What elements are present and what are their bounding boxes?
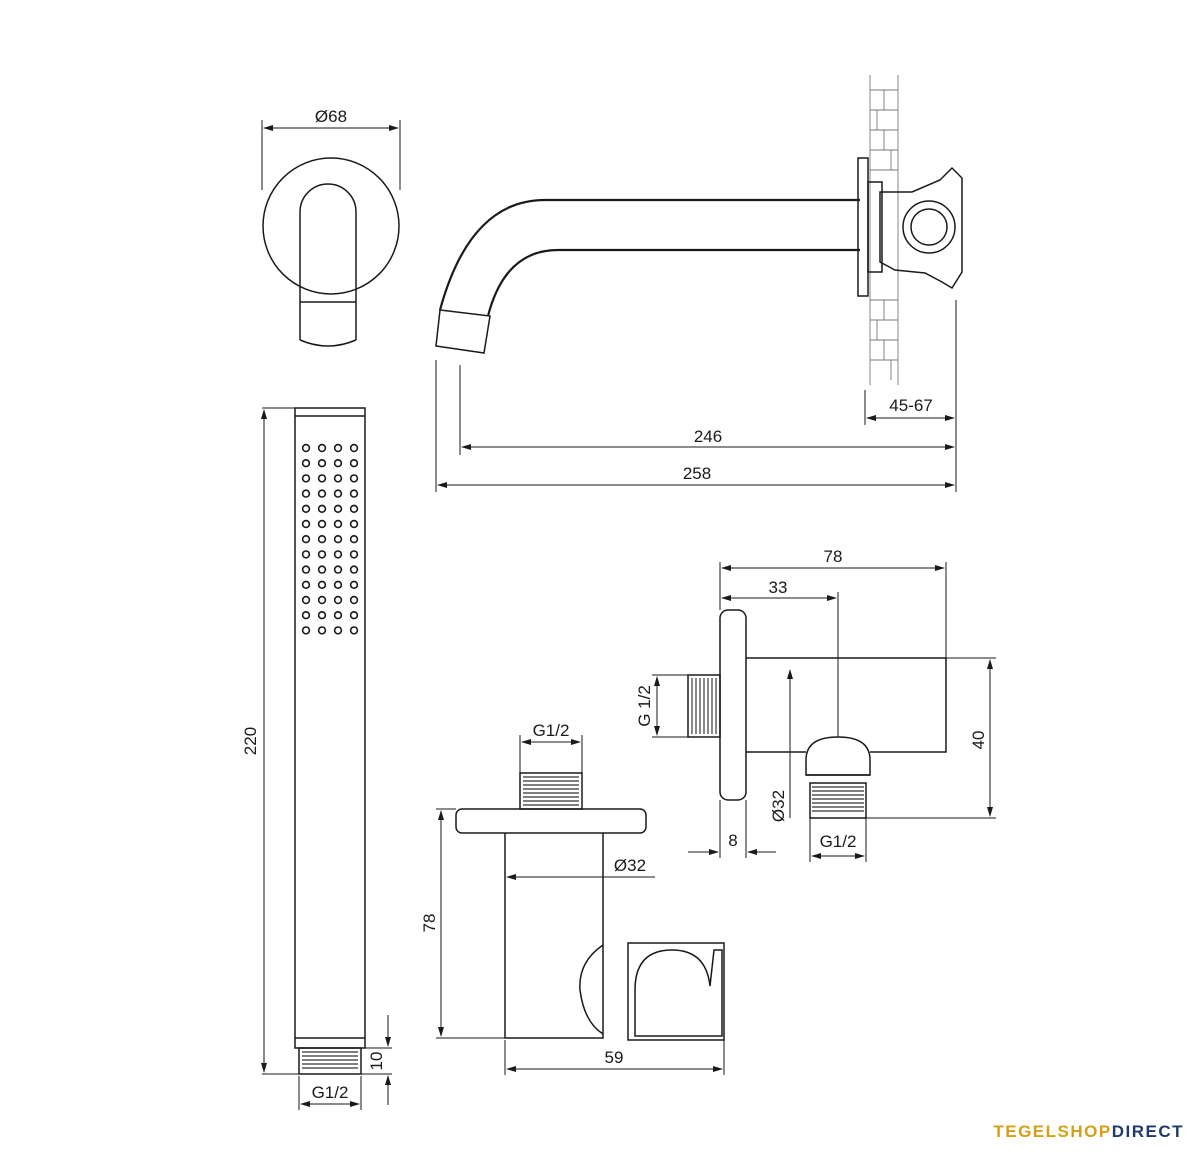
nozzle — [333, 474, 343, 483]
elbow-height-label: 40 — [969, 731, 988, 750]
nozzle — [349, 519, 359, 529]
elbow-outlet-offset-label: 33 — [769, 578, 788, 597]
nozzle — [349, 474, 359, 483]
nozzle — [317, 519, 327, 529]
nozzle — [301, 489, 311, 498]
wall-elbow: 78 33 G 1/2 40 Ø32 8 G1/2 — [635, 547, 996, 862]
nozzle — [349, 534, 359, 544]
nozzle — [333, 565, 343, 574]
nozzle — [317, 459, 327, 468]
nozzle — [301, 534, 311, 544]
nozzle — [301, 595, 311, 605]
nozzle — [301, 580, 311, 589]
holder-thread-label: G1/2 — [533, 721, 570, 740]
nozzle — [301, 474, 311, 483]
elbow-inlet-thread-label: G 1/2 — [635, 685, 654, 727]
nozzle — [333, 519, 343, 529]
nozzle — [301, 610, 311, 620]
nozzle — [301, 519, 311, 529]
nozzle — [317, 595, 327, 605]
nozzle — [301, 443, 311, 453]
nozzle — [349, 504, 359, 513]
nozzle — [317, 580, 327, 589]
nozzle — [317, 443, 327, 453]
handshower-thread-label: G1/2 — [312, 1083, 349, 1102]
nozzle — [333, 595, 343, 605]
nozzle — [349, 459, 359, 468]
nozzle — [301, 626, 311, 635]
nozzle — [317, 565, 327, 574]
brand-logo: TEGELSHOPDIRECT — [993, 1122, 1184, 1141]
nozzle — [317, 474, 327, 483]
elbow-inlet-thread — [687, 674, 721, 738]
holder-width-label: 59 — [605, 1048, 624, 1067]
wall-section — [869, 75, 899, 385]
nozzle — [349, 580, 359, 589]
nozzle — [317, 504, 327, 513]
nozzle — [349, 565, 359, 574]
holder-thread — [519, 772, 583, 810]
spray-nozzles — [301, 443, 359, 635]
holder-diameter-label: Ø32 — [614, 856, 646, 875]
wall-thickness-label: 45-67 — [889, 396, 932, 415]
nozzle — [301, 550, 311, 559]
elbow-flange-label: 8 — [728, 831, 737, 850]
hand-shower: 220 10 G1/2 — [241, 407, 392, 1110]
handshower-length-label: 220 — [241, 727, 260, 755]
nozzle — [333, 443, 343, 453]
shower-holder: G1/2 Ø32 78 59 — [420, 721, 725, 1075]
nozzle — [349, 489, 359, 498]
holder-height-label: 78 — [420, 914, 439, 933]
spout-side-view: 45-67 246 258 — [435, 75, 963, 492]
nozzle — [317, 534, 327, 544]
spout-diameter-label: Ø68 — [315, 107, 347, 126]
nozzle — [317, 610, 327, 620]
nozzle — [333, 459, 343, 468]
nozzle — [333, 626, 343, 635]
nozzle — [333, 534, 343, 544]
nozzle — [333, 489, 343, 498]
elbow-width-label: 78 — [824, 547, 843, 566]
nozzle — [349, 595, 359, 605]
spout-reach-inner-label: 246 — [694, 427, 722, 446]
handshower-thread-length-label: 10 — [367, 1052, 386, 1071]
elbow-outlet-thread-label: G1/2 — [820, 832, 857, 851]
nozzle — [349, 550, 359, 559]
nozzle — [333, 550, 343, 559]
spout-front-view: Ø68 — [261, 107, 401, 347]
nozzle — [301, 565, 311, 574]
nozzle — [317, 489, 327, 498]
nozzle — [317, 626, 327, 635]
nozzle — [349, 443, 359, 453]
elbow-outlet-thread — [809, 782, 867, 819]
handshower-thread — [298, 1047, 362, 1075]
nozzle — [333, 610, 343, 620]
nozzle — [301, 504, 311, 513]
nozzle — [349, 626, 359, 635]
spout-reach-total-label: 258 — [683, 464, 711, 483]
nozzle — [349, 610, 359, 620]
nozzle — [301, 459, 311, 468]
elbow-outlet-diameter-label: Ø32 — [769, 790, 788, 822]
nozzle — [317, 550, 327, 559]
nozzle — [333, 580, 343, 589]
nozzle — [333, 504, 343, 513]
